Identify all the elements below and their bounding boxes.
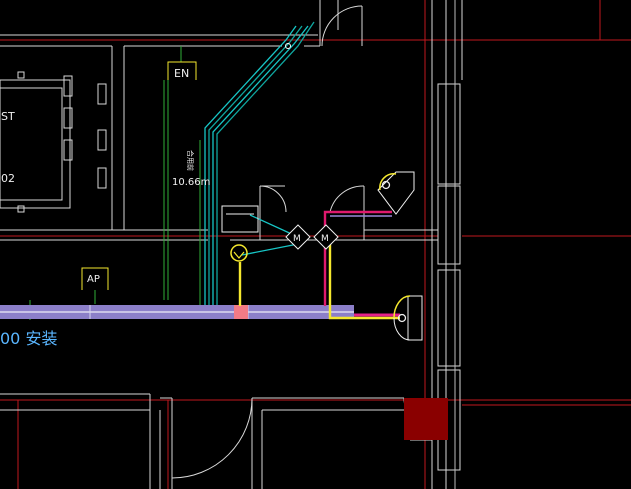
en-junction-box[interactable]: EN: [167, 61, 197, 80]
install-note: 00 安装: [0, 329, 57, 348]
control-panel-icon[interactable]: [221, 205, 259, 233]
duct-fan-icon[interactable]: [377, 171, 415, 215]
green-cable-run: [29, 46, 201, 320]
ap-junction-box[interactable]: AP: [81, 267, 109, 304]
motor-valve-icon[interactable]: M M: [285, 224, 339, 250]
en-label: EN: [174, 67, 189, 80]
walls: [0, 0, 463, 489]
structural-column: [404, 398, 448, 440]
tray-junction-box-icon[interactable]: [234, 305, 248, 319]
motor-right-label: M: [321, 234, 329, 244]
cable-tray: 00 安装: [0, 305, 354, 348]
dimension-annotation: 10.66m 合用前: [172, 150, 210, 188]
elevator-label-bottom: 02: [1, 172, 15, 185]
pink-cable-run: [323, 210, 400, 317]
duct-fan-icon[interactable]: [393, 295, 423, 341]
ap-label: AP: [87, 274, 100, 285]
elevator-icon[interactable]: ST 02: [0, 71, 107, 213]
elevator-label-top: ST: [1, 110, 15, 123]
vertical-note: 合用前: [186, 150, 195, 171]
cyan-cable-riser: [204, 21, 315, 305]
motor-left-label: M: [293, 234, 301, 244]
dimension-label: 10.66m: [172, 177, 210, 188]
yellow-cable-run: [230, 211, 400, 320]
